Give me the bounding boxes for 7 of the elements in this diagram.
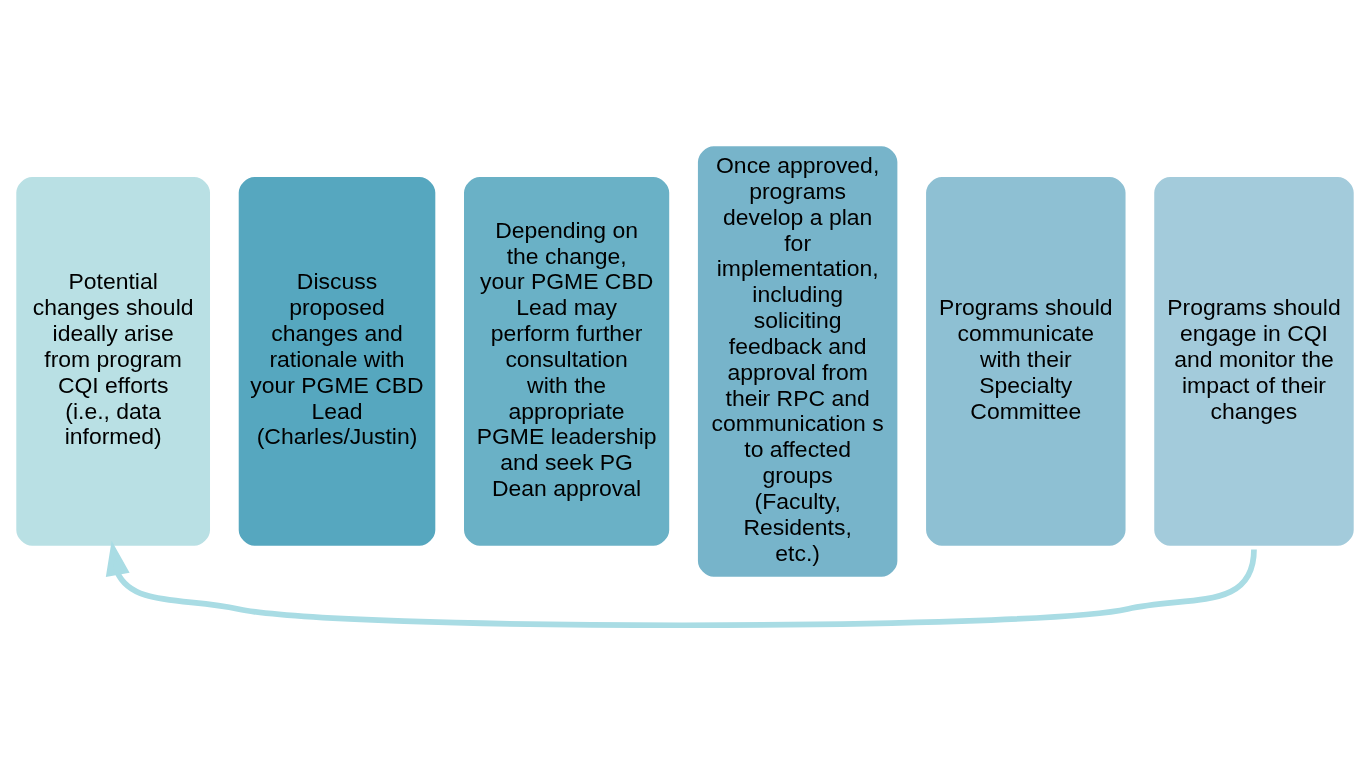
arrow [105, 540, 1257, 629]
node-box: Discuss proposed changes and rationale with your PGME CBD Lead (Charles/Justin) [235, 174, 439, 549]
node-box: Once approved, programs develop a plan for implementation, including soliciting feedback and approval from their RPC and communication s to affected groups (Faculty, Residents, etc.) [695, 143, 901, 580]
node-box: Programs should communicate with their Specialty Committee [923, 174, 1129, 549]
node-box: Depending on the change, your PGME CBD Lead may perform further consultation with the appropriate PGME leadership and seek PG Dean approval [461, 174, 673, 549]
node-box: Programs should engage in CQI and monitor the impact of their changes [1151, 174, 1357, 549]
node-box: Potential changes should ideally arise from program CQI efforts (i.e., data informed) [13, 174, 213, 549]
